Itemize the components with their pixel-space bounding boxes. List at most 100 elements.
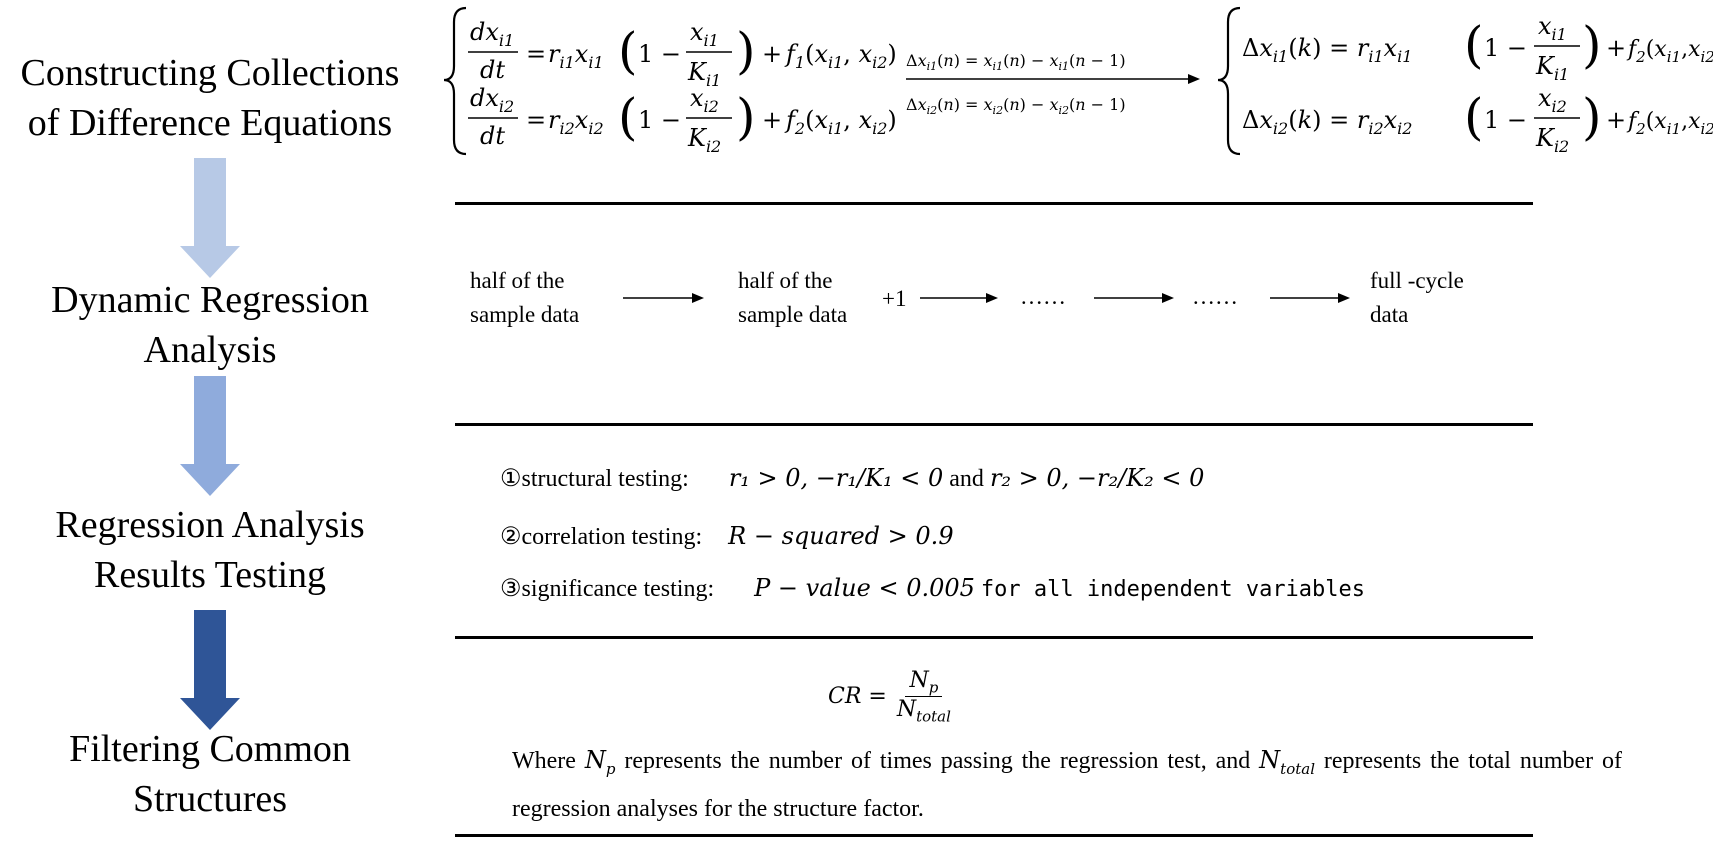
stage-label-dynamic-regression: Dynamic Regression Analysis (0, 275, 420, 375)
svg-text:): ) (736, 88, 756, 146)
down-arrow-icon (180, 158, 240, 278)
flow-step-full-cycle: full -cycle data (1370, 264, 1464, 332)
svg-text:xi1: xi1 (1538, 12, 1567, 44)
svg-text:dxi2: dxi2 (470, 84, 514, 116)
svg-text:f2(xi1,xi2): f2(xi1,xi2) (1626, 37, 1713, 66)
structural-test-label: ①structural testing: (500, 466, 689, 492)
stage-label-difference-equations: Constructing Collections of Difference E… (0, 48, 420, 148)
flow-step-line: data (1370, 302, 1409, 327)
stage-label-line: Regression Analysis (55, 504, 365, 546)
stage-label-line: of Difference Equations (27, 102, 393, 144)
svg-text:dt: dt (480, 122, 505, 150)
svg-text:f2(xi1, xi2): f2(xi1, xi2) (784, 106, 897, 138)
flow-step-line: full -cycle (1370, 268, 1464, 293)
structural-test-condition-b: r₂ > 0, −r₂/K₂ < 0 (989, 464, 1205, 492)
flow-step-half-sample-plus: half of the sample data (738, 264, 847, 332)
svg-text:Ki2: Ki2 (687, 124, 721, 156)
svg-text:1 −: 1 − (1484, 106, 1527, 134)
svg-text:dt: dt (480, 56, 505, 84)
cr-numerator: Np (905, 668, 943, 698)
svg-text:+: + (1606, 34, 1626, 62)
cr-denominator: Ntotal (896, 697, 951, 726)
section-divider (455, 636, 1533, 639)
stage-label-line: Dynamic Regression (51, 279, 369, 321)
svg-text:1 −: 1 − (638, 106, 681, 134)
cr-explanation-part1: represents the number of times passing t… (624, 748, 1251, 774)
svg-text:): ) (1582, 88, 1602, 146)
cr-lhs: CR = (828, 684, 887, 710)
svg-text:+: + (762, 106, 782, 134)
stage-label-line: Constructing Collections (20, 52, 400, 94)
svg-text:1 −: 1 − (1484, 34, 1527, 62)
flow-arrow-icon (920, 293, 998, 303)
svg-text:(: ( (1464, 16, 1484, 74)
svg-text:Δxi2(k) = ri2xi2: Δxi2(k) = ri2xi2 (1242, 106, 1412, 138)
stage-label-filtering-structures: Filtering Common Structures (0, 724, 420, 824)
down-arrow-icon (180, 376, 240, 496)
svg-text:(: ( (618, 22, 638, 80)
svg-text:=: = (526, 106, 546, 134)
stage-label-line: Filtering Common (69, 728, 351, 770)
equation-right-bottom: Δxi2(k) = ri2xi2 ( 1 − xi2 Ki2 ) + f2(xi… (1242, 84, 1713, 156)
flow-ellipsis: …… (1020, 284, 1066, 309)
svg-text:): ) (1582, 16, 1602, 74)
svg-text:Ki1: Ki1 (687, 58, 721, 90)
cr-explanation: Where Np represents the number of times … (512, 740, 1622, 829)
significance-test-label: ③significance testing: (500, 576, 715, 602)
flow-step-line: half of the (738, 268, 833, 293)
equation-left-bottom: dxi2 dt = ri2xi2 ( 1 − xi2 Ki2 ) + f2(xi… (468, 84, 897, 156)
flow-step-line: sample data (470, 302, 580, 327)
structural-test-condition-a: r₁ > 0, −r₁/K₁ < 0 (728, 464, 944, 492)
right-brace (1217, 6, 1241, 156)
cr-explanation-part2: represents the total number of regressio… (512, 748, 1623, 822)
section-divider (455, 423, 1533, 426)
svg-text:Δxi1(n) = xi1(n) − xi1(n − 1): Δxi1(n) = xi1(n) − xi1(n − 1) (906, 51, 1126, 73)
svg-text:ri2xi2: ri2xi2 (548, 106, 604, 138)
flow-step-line: half of the (470, 268, 565, 293)
transform-arrow: Δxi1(n) = xi1(n) − xi1(n − 1) Δxi2(n) = … (906, 51, 1200, 117)
stage-label-line: Results Testing (93, 554, 327, 596)
cr-np-symbol: Np (584, 746, 616, 778)
significance-test-row: ③significance testing: P − value < 0.005… (500, 574, 1365, 603)
section-divider (455, 834, 1533, 837)
flow-step-line: sample data (738, 302, 848, 327)
svg-text:Δxi1(k) = ri1xi1: Δxi1(k) = ri1xi1 (1242, 34, 1412, 66)
structural-test-row: ①structural testing: r₁ > 0, −r₁/K₁ < 0 … (500, 464, 1204, 493)
svg-text:f2(xi1,xi2): f2(xi1,xi2) (1626, 109, 1713, 138)
cr-where: Where (512, 748, 576, 774)
cr-ntotal-symbol: Ntotal (1259, 746, 1315, 778)
svg-text:Δxi2(n) = xi2(n) − xi2(n − 1): Δxi2(n) = xi2(n) − xi2(n − 1) (906, 95, 1126, 117)
svg-text:xi2: xi2 (1538, 84, 1567, 116)
down-arrow-icon (180, 610, 240, 730)
equation-right-top: Δxi1(k) = ri1xi1 ( 1 − xi1 Ki1 ) + f2(xi… (1242, 12, 1713, 84)
correlation-test-condition: R − squared > 0.9 (728, 522, 954, 550)
flow-ellipsis: …… (1192, 284, 1238, 309)
svg-text:+: + (762, 40, 782, 68)
correlation-test-label: ②correlation testing: (500, 524, 703, 550)
svg-text:Ki1: Ki1 (1535, 52, 1569, 84)
svg-text:): ) (736, 22, 756, 80)
significance-test-condition: P − value < 0.005 (754, 574, 975, 602)
svg-text:ri1xi1: ri1xi1 (548, 40, 604, 72)
svg-text:1 −: 1 − (638, 40, 681, 68)
svg-text:+: + (1606, 106, 1626, 134)
structural-test-and: and (949, 466, 984, 492)
cr-formula: CR = Np Ntotal (828, 668, 955, 726)
flow-arrow-icon (1094, 293, 1174, 303)
flow-step-half-sample: half of the sample data (470, 264, 579, 332)
svg-text:dxi1: dxi1 (470, 18, 514, 50)
left-brace (443, 6, 467, 156)
difference-equations-block: dxi1 dt = ri1xi1 ( 1 − xi1 Ki1 ) + f1(xi… (443, 6, 1713, 156)
svg-text:Ki2: Ki2 (1535, 124, 1569, 156)
stage-label-line: Structures (132, 778, 288, 820)
svg-text:(: ( (618, 88, 638, 146)
cr-fraction: Np Ntotal (893, 668, 955, 726)
svg-text:xi1: xi1 (690, 18, 719, 50)
flow-arrow-icon (1270, 293, 1350, 303)
significance-test-suffix: for all independent variables (980, 577, 1366, 602)
stage-label-line: Analysis (143, 329, 277, 371)
flow-arrow-icon (623, 293, 704, 303)
stage-label-results-testing: Regression Analysis Results Testing (0, 500, 420, 600)
correlation-test-row: ②correlation testing: R − squared > 0.9 (500, 522, 954, 551)
equation-left-top: dxi1 dt = ri1xi1 ( 1 − xi1 Ki1 ) + f1(xi… (468, 18, 897, 90)
